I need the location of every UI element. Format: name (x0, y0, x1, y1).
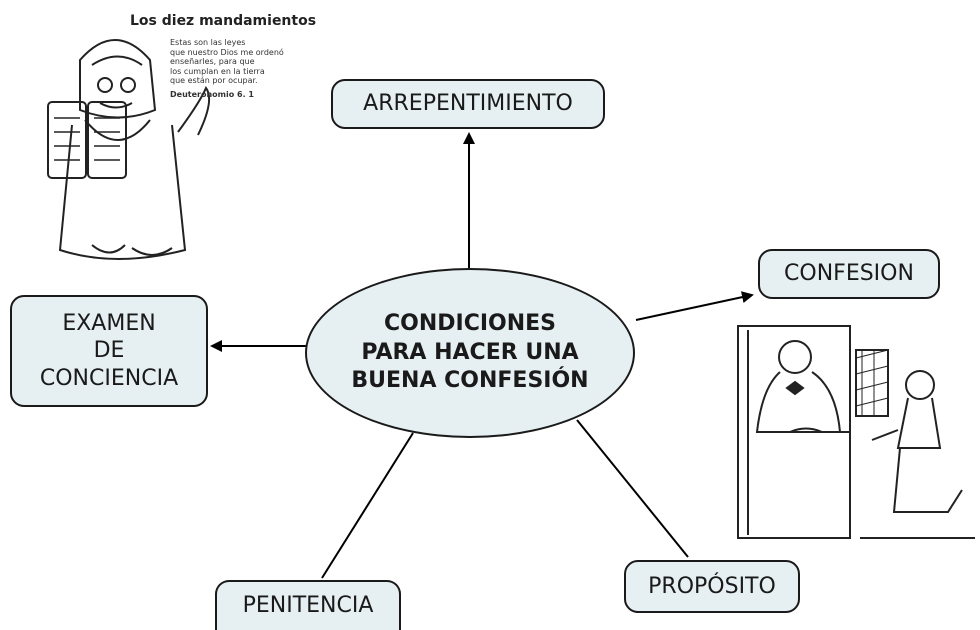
node-penitencia: PENITENCIA (215, 580, 401, 630)
node-proposito: PROPÓSITO (624, 560, 800, 613)
commandments-text: Estas son las leyes que nuestro Dios me … (170, 38, 284, 100)
central-concept-line: BUENA CONFESIÓN (351, 368, 589, 394)
commandments-line: los cumplan en la tierra (170, 66, 265, 76)
central-concept-line: PARA HACER UNA (361, 339, 579, 365)
node-label-line: CONCIENCIA (39, 365, 179, 391)
node-label: ARREPENTIMIENTO (363, 91, 573, 117)
central-concept: CONDICIONES PARA HACER UNA BUENA CONFESI… (305, 268, 635, 438)
node-label: PENITENCIA (242, 593, 374, 619)
commandments-reference: Deuteronomio 6. 1 (170, 89, 254, 99)
commandments-line: Estas son las leyes (170, 38, 246, 47)
node-label: CONFESION (784, 261, 914, 287)
node-label-line: DE (93, 338, 125, 364)
arrow-to-confesion (635, 291, 754, 321)
node-arrepentimiento: ARREPENTIMIENTO (331, 79, 605, 129)
central-concept-line: CONDICIONES (383, 311, 557, 337)
line-to-penitencia (321, 432, 414, 579)
node-confesion: CONFESION (758, 249, 940, 299)
commandments-line: que están por ocupar. (170, 76, 258, 86)
commandments-line: enseñarles, para que (170, 57, 255, 67)
confessional-illustration (737, 325, 975, 539)
node-label: PROPÓSITO (648, 573, 776, 599)
moses-illustration (47, 39, 211, 260)
node-label-line: EXAMEN (62, 310, 156, 336)
line-to-proposito (576, 419, 689, 558)
commandments-line: que nuestro Dios me ordenó (170, 47, 284, 57)
node-examen-de-conciencia: EXAMEN DE CONCIENCIA (10, 295, 208, 407)
commandments-title: Los diez mandamientos (130, 13, 317, 29)
